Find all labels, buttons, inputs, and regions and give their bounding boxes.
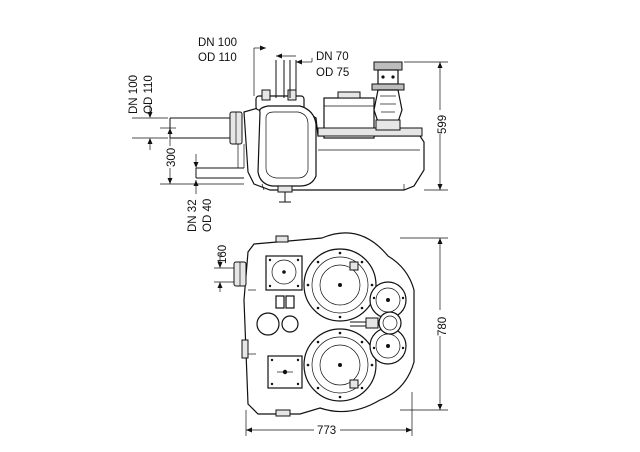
offset-160-label: 160 xyxy=(217,245,229,264)
outlet-label-2: OD 40 xyxy=(202,199,214,232)
width-label: 773 xyxy=(317,425,336,437)
lower-pump-flange xyxy=(303,328,377,402)
depth-label: 780 xyxy=(437,317,449,336)
side-lower-pipe xyxy=(195,167,244,179)
side-view xyxy=(169,60,425,203)
vent-label-1: DN 70 xyxy=(316,51,349,63)
inlet-top-label-2: OD 110 xyxy=(198,52,237,64)
inlet-height-label: 300 xyxy=(166,148,178,167)
inlet-side-label-1: DN 100 xyxy=(128,75,140,114)
side-inlet-pipe xyxy=(169,111,243,145)
top-dimensions: 160 780 773 xyxy=(214,237,449,437)
inlet-side-label-2: OD 110 xyxy=(143,75,155,114)
top-view xyxy=(233,232,415,417)
vent-label-2: OD 75 xyxy=(316,67,349,79)
discharge-valve xyxy=(371,61,405,131)
outlet-label-1: DN 32 xyxy=(187,199,199,232)
inlet-top-label-1: DN 100 xyxy=(198,37,237,49)
total-height-label: 599 xyxy=(437,115,449,134)
upper-pump-flange xyxy=(303,248,377,322)
right-valves xyxy=(350,281,407,365)
side-dimensions: DN 100 OD 110 DN 70 OD 75 DN 100 OD 110 … xyxy=(128,37,449,232)
